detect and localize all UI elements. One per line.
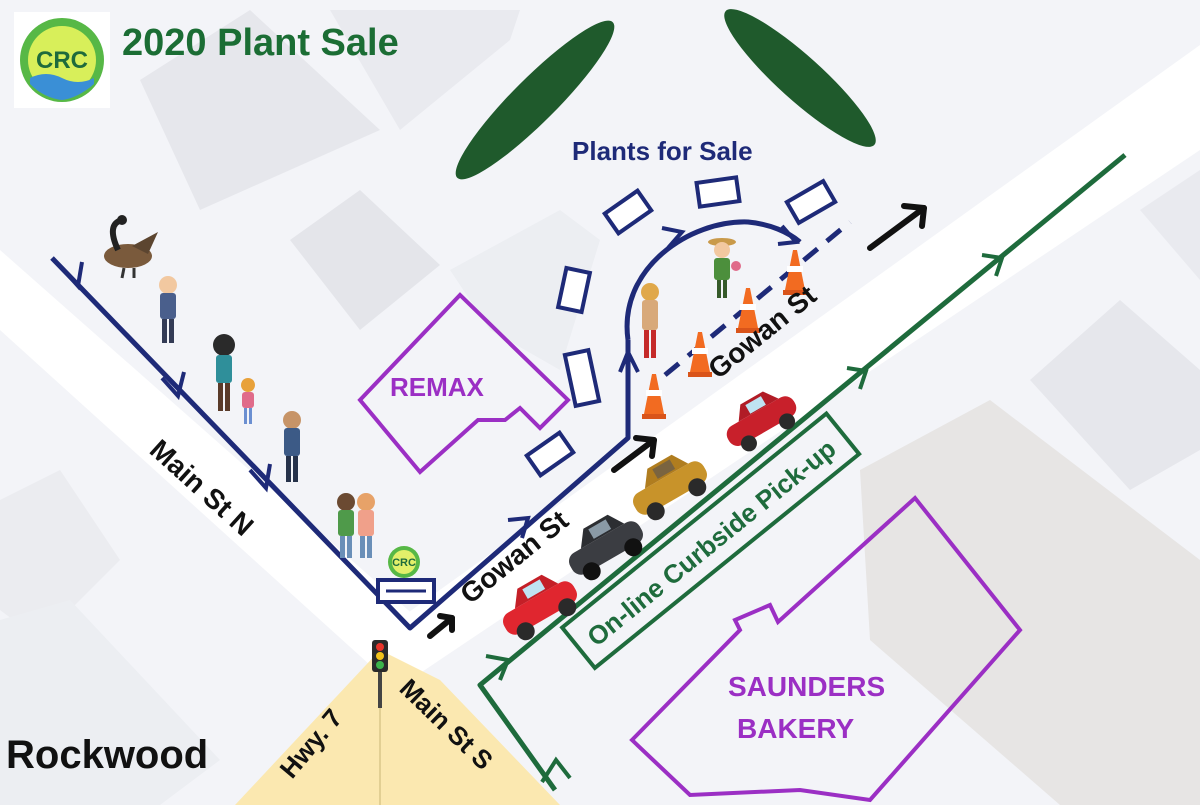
car-icon — [503, 574, 577, 641]
saunders-label-line2: BAKERY — [737, 713, 855, 744]
svg-text:CRC: CRC — [36, 47, 88, 74]
plant-vendor-icon — [708, 238, 741, 298]
arrow-icon — [777, 224, 801, 246]
traffic-cone-icon — [783, 250, 807, 295]
hedge-right — [724, 9, 876, 147]
arrow-icon — [661, 226, 686, 250]
plant-tables — [523, 175, 838, 479]
arrow-icon — [160, 371, 186, 401]
driving-route — [477, 153, 1127, 792]
person-icon — [337, 493, 355, 558]
people — [159, 238, 741, 558]
traffic-cone-icon — [642, 374, 666, 419]
car-icon — [633, 454, 707, 521]
arrow-icon — [427, 613, 455, 639]
hedge-left — [455, 20, 615, 180]
person-icon — [283, 411, 301, 482]
person-icon — [357, 493, 375, 558]
crc-stand-logo-icon: CRC — [388, 546, 420, 578]
plant-table — [562, 347, 602, 409]
crc-logo: CRC — [14, 12, 110, 108]
saunders-bakery-building — [629, 495, 1023, 803]
arrow-icon — [60, 261, 84, 291]
highway-road — [235, 650, 560, 805]
background-blocks — [0, 10, 1200, 805]
arrow-icon — [618, 347, 640, 373]
cars — [503, 391, 797, 641]
plants-for-sale-label: Plants for Sale — [572, 136, 753, 166]
plant-table — [784, 178, 838, 226]
plant-table — [601, 187, 655, 237]
arrow-icon — [248, 463, 272, 493]
walking-route — [50, 256, 631, 631]
arrow-icon — [867, 203, 927, 251]
remax-building — [357, 292, 571, 475]
plant-table — [523, 429, 577, 479]
person-icon — [213, 334, 235, 411]
arrow-icon — [485, 654, 511, 681]
remax-label: REMAX — [390, 372, 485, 402]
direction-arrows — [427, 203, 927, 639]
traffic-cone-icon — [688, 332, 712, 377]
arrow-icon — [507, 515, 531, 539]
page-title: 2020 Plant Sale — [122, 22, 399, 64]
car-icon — [569, 514, 643, 581]
person-icon — [641, 283, 659, 358]
crc-logo-icon: CRC — [20, 18, 104, 102]
town-label: Rockwood — [6, 733, 209, 777]
traffic-light-icon — [372, 640, 388, 708]
roads — [0, 45, 1200, 805]
person-icon — [159, 276, 177, 343]
walking-route-arrows — [60, 224, 801, 539]
goose-icon — [104, 215, 158, 279]
arrow-icon — [846, 366, 869, 390]
car-icon — [726, 391, 797, 452]
traffic-cone-icon — [736, 288, 760, 333]
plant-table — [694, 175, 742, 209]
driving-route-arrows — [485, 253, 1005, 784]
person-icon — [241, 378, 255, 424]
walking-route-loop — [624, 219, 802, 341]
arrow-icon — [981, 253, 1005, 277]
svg-text:CRC: CRC — [392, 557, 416, 569]
traffic-cones — [642, 250, 807, 419]
arrow-icon — [540, 756, 572, 784]
plant-table — [555, 265, 593, 315]
saunders-label-line1: SAUNDERS — [728, 671, 885, 702]
arrow-icon — [611, 435, 657, 473]
